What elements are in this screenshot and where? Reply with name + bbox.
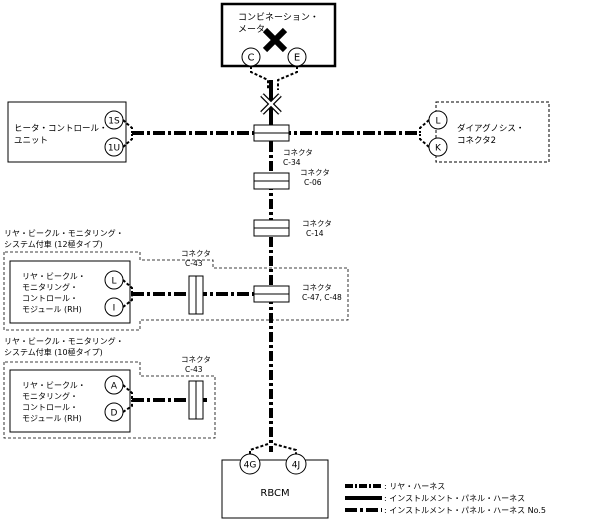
rvm-12-system-label: リヤ・ビークル・モニタリング・ bbox=[4, 228, 124, 238]
meter-wires bbox=[250, 66, 298, 90]
legend: : リヤ・ハーネス : インストルメント・パネル・ハーネス : インストルメント… bbox=[345, 482, 546, 515]
connector-c34-label: コネクタ bbox=[283, 148, 313, 157]
connector-c43-bottom: コネクタ C-43 bbox=[181, 355, 211, 420]
rvm-10-module-label: リヤ・ビークル・ bbox=[22, 381, 86, 390]
rvm-10-system-label: リヤ・ビークル・モニタリング・ bbox=[4, 336, 124, 346]
rvm-10-module-label-4: モジュール (RH) bbox=[22, 414, 82, 423]
rvm-10-wires bbox=[122, 384, 133, 413]
break-x-icon bbox=[260, 93, 282, 115]
combination-meter-label: コンビネーション・ bbox=[238, 12, 319, 23]
connector-c06-id: C-06 bbox=[304, 178, 322, 187]
connector-c43-bottom-id: C-43 bbox=[185, 365, 203, 374]
diagnosis-pin-k: K bbox=[435, 144, 442, 154]
connector-c06: コネクタ C-06 bbox=[253, 168, 330, 190]
diagnosis-connector-label-2: コネクタ2 bbox=[457, 136, 496, 146]
combination-meter-label-2: メータ bbox=[238, 24, 265, 35]
heater-control-unit: ヒータ・コントロール・ ユニット 1S 1U bbox=[7, 101, 127, 163]
legend-rear-harness: : リヤ・ハーネス bbox=[384, 482, 445, 491]
connector-c34: コネクタ C-34 bbox=[253, 124, 313, 167]
meter-pin-c: C bbox=[248, 53, 255, 64]
rvm-12-pin-i: I bbox=[113, 304, 116, 314]
rbcm-pin-4j: 4J bbox=[292, 461, 300, 471]
connector-c06-label: コネクタ bbox=[300, 168, 330, 177]
rvm-10-module-label-2: モニタリング・ bbox=[22, 391, 78, 401]
heater-unit-label: ヒータ・コントロール・ bbox=[14, 124, 108, 134]
diagnosis-pin-l: L bbox=[435, 117, 440, 127]
heater-pin-1u: 1U bbox=[108, 144, 120, 154]
rbcm-module: RBCM 4G 4J bbox=[221, 453, 329, 519]
rvm-12-module-label-2: モニタリング・ bbox=[22, 282, 78, 292]
diagnosis-connector: ダイアグノシス・ コネクタ2 L K bbox=[428, 101, 550, 163]
rvm-12-system-label-2: システム付車 (12極タイプ) bbox=[4, 239, 103, 249]
rvm-12-pin-l: L bbox=[111, 277, 116, 287]
connector-c43-top: コネクタ C-43 bbox=[181, 249, 211, 315]
connector-c43-top-label: コネクタ bbox=[181, 249, 211, 258]
rvm-10-module-label-3: コントロール・ bbox=[22, 403, 78, 412]
rvm-12-module-label-3: コントロール・ bbox=[22, 294, 78, 303]
x-mark-icon bbox=[262, 27, 288, 53]
legend-instrument-harness: : インストルメント・パネル・ハーネス bbox=[384, 494, 525, 503]
diagnosis-wires bbox=[419, 119, 430, 148]
rbcm-pin-4g: 4G bbox=[244, 461, 257, 471]
rvm-10-pin-d: D bbox=[111, 409, 118, 419]
heater-unit-label-2: ユニット bbox=[14, 136, 48, 146]
connector-c14-label: コネクタ bbox=[302, 219, 332, 228]
connector-c47-c48-id: C-47, C-48 bbox=[302, 293, 342, 302]
connector-c34-id: C-34 bbox=[283, 158, 301, 167]
rvm-12-pole-group: リヤ・ビークル・モニタリング・ システム付車 (12極タイプ) リヤ・ビークル・… bbox=[3, 228, 349, 331]
combination-meter: コンビネーション・ メータ C E bbox=[220, 2, 337, 68]
connector-c43-bottom-label: コネクタ bbox=[181, 355, 211, 364]
rvm-10-pin-a: A bbox=[111, 382, 118, 392]
connector-c14: コネクタ C-14 bbox=[253, 219, 332, 238]
rvm-12-module-label-4: モジュール (RH) bbox=[22, 305, 82, 314]
rbcm-label: RBCM bbox=[260, 488, 289, 499]
connector-c47-c48: コネクタ C-47, C-48 bbox=[253, 283, 342, 303]
legend-instrument-harness-no5: : インストルメント・パネル・ハーネス No.5 bbox=[384, 506, 546, 515]
rvm-10-pole-group: リヤ・ビークル・モニタリング・ システム付車 (10極タイプ) リヤ・ビークル・… bbox=[3, 336, 216, 439]
diagnosis-connector-label: ダイアグノシス・ bbox=[457, 123, 524, 134]
rvm-10-system-label-2: システム付車 (10極タイプ) bbox=[4, 347, 103, 357]
connector-c43-top-id: C-43 bbox=[185, 259, 203, 268]
rvm-12-module-label: リヤ・ビークル・ bbox=[22, 272, 86, 281]
connector-c47-c48-label: コネクタ bbox=[302, 283, 332, 292]
heater-pin-1s: 1S bbox=[108, 117, 120, 127]
connector-c14-id: C-14 bbox=[306, 229, 324, 238]
meter-pin-e: E bbox=[294, 53, 300, 64]
